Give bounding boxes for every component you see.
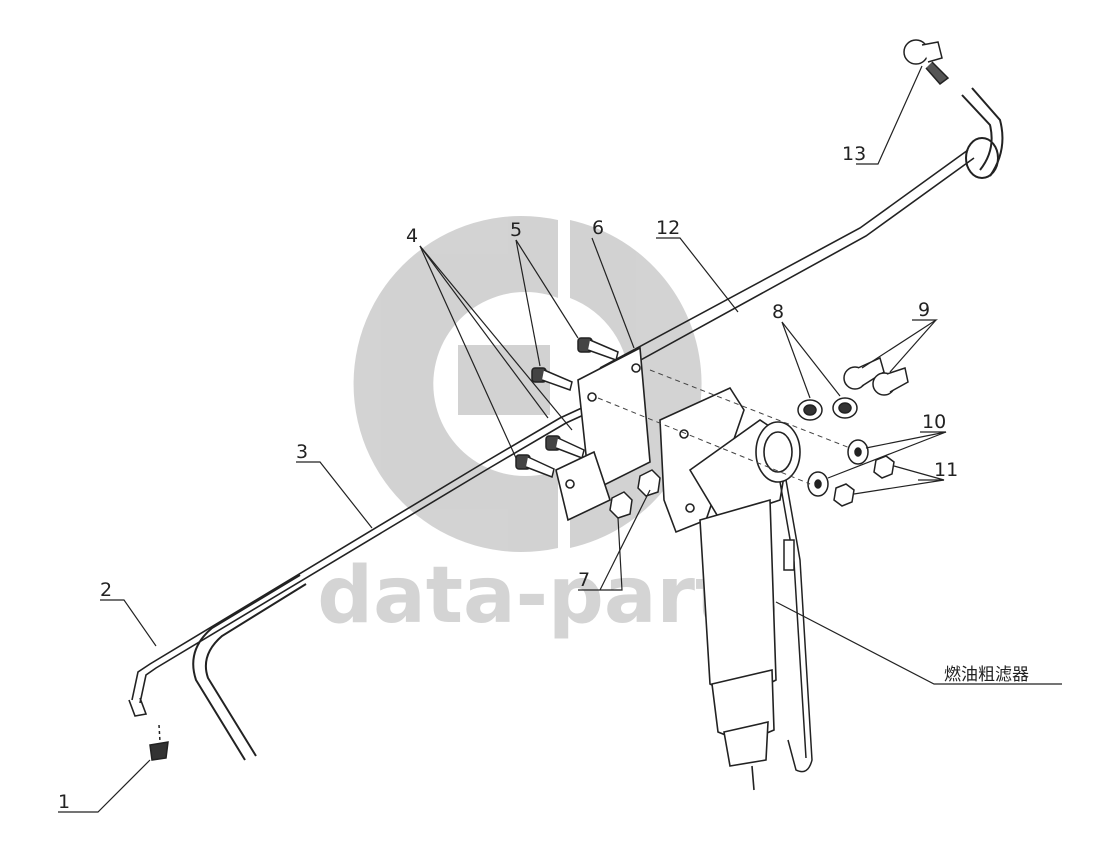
bolt	[577, 337, 619, 361]
leader-caption	[775, 601, 1062, 685]
callout-5: 5	[510, 219, 522, 241]
callout-6: 6	[592, 217, 604, 239]
leader-9a	[861, 319, 939, 369]
nut	[833, 483, 855, 507]
leader-10a	[865, 431, 947, 449]
leader-10b	[827, 431, 947, 479]
watermark-text: data-parts	[317, 551, 778, 641]
banjo-fitting-13	[903, 39, 950, 86]
watermark-logo	[353, 215, 702, 552]
nuts-7	[609, 469, 661, 519]
leader-4c	[419, 245, 573, 431]
leader-8a	[781, 321, 811, 399]
leader-4b	[419, 245, 517, 459]
nut	[637, 469, 661, 497]
leader-1	[58, 759, 151, 813]
callout-1: 1	[58, 791, 70, 813]
callout-8: 8	[772, 301, 784, 323]
callout-12: 12	[656, 217, 680, 239]
callout-11: 11	[934, 459, 958, 481]
leader-2	[100, 599, 157, 647]
callout-10: 10	[922, 411, 946, 433]
bolts-4	[515, 435, 585, 479]
bolts-5	[531, 337, 619, 391]
leader-7b	[599, 489, 651, 591]
leader-4a	[419, 245, 549, 419]
leader-7a	[578, 517, 623, 591]
callout-2: 2	[100, 579, 112, 601]
washers-10	[807, 439, 869, 497]
drain-tube	[779, 479, 813, 773]
callout-3: 3	[296, 441, 308, 463]
callout-9: 9	[918, 299, 930, 321]
leader-3	[296, 461, 373, 529]
leader-11b	[853, 479, 945, 495]
bolt	[545, 435, 585, 460]
pipe-end-2	[128, 697, 148, 717]
fitting	[832, 397, 858, 419]
nuts-11	[833, 455, 895, 507]
leader-5b	[515, 239, 541, 367]
leader-8b	[781, 321, 841, 397]
filter-bowl	[699, 498, 777, 692]
nut	[609, 491, 633, 519]
leader-6	[591, 237, 635, 349]
leader-lines	[58, 65, 1062, 813]
fitting	[797, 399, 823, 421]
bolt	[531, 367, 573, 391]
fitting	[843, 356, 885, 390]
fitting	[872, 367, 909, 396]
bolt	[515, 454, 555, 479]
banjo-bolt-1	[149, 724, 169, 761]
upper-hose	[961, 87, 1004, 179]
fittings-8	[797, 397, 858, 421]
fuel-coarse-filter	[659, 386, 801, 791]
fittings-9	[843, 356, 909, 396]
fuel-pipe-3	[131, 394, 613, 704]
assembly-lines	[597, 369, 851, 485]
fuel-pipe-12	[599, 149, 975, 379]
leader-5a	[515, 239, 579, 339]
callout-4: 4	[406, 225, 418, 247]
callout-13: 13	[842, 143, 866, 165]
leader-9b	[889, 319, 937, 373]
watermark-logo-left	[353, 215, 558, 552]
part-caption: 燃油粗滤器	[944, 665, 1029, 685]
callout-7: 7	[578, 569, 590, 591]
leader-13	[856, 65, 923, 165]
mounting-bracket-6	[555, 346, 651, 522]
return-hose	[192, 574, 307, 761]
leader-12	[656, 237, 739, 313]
